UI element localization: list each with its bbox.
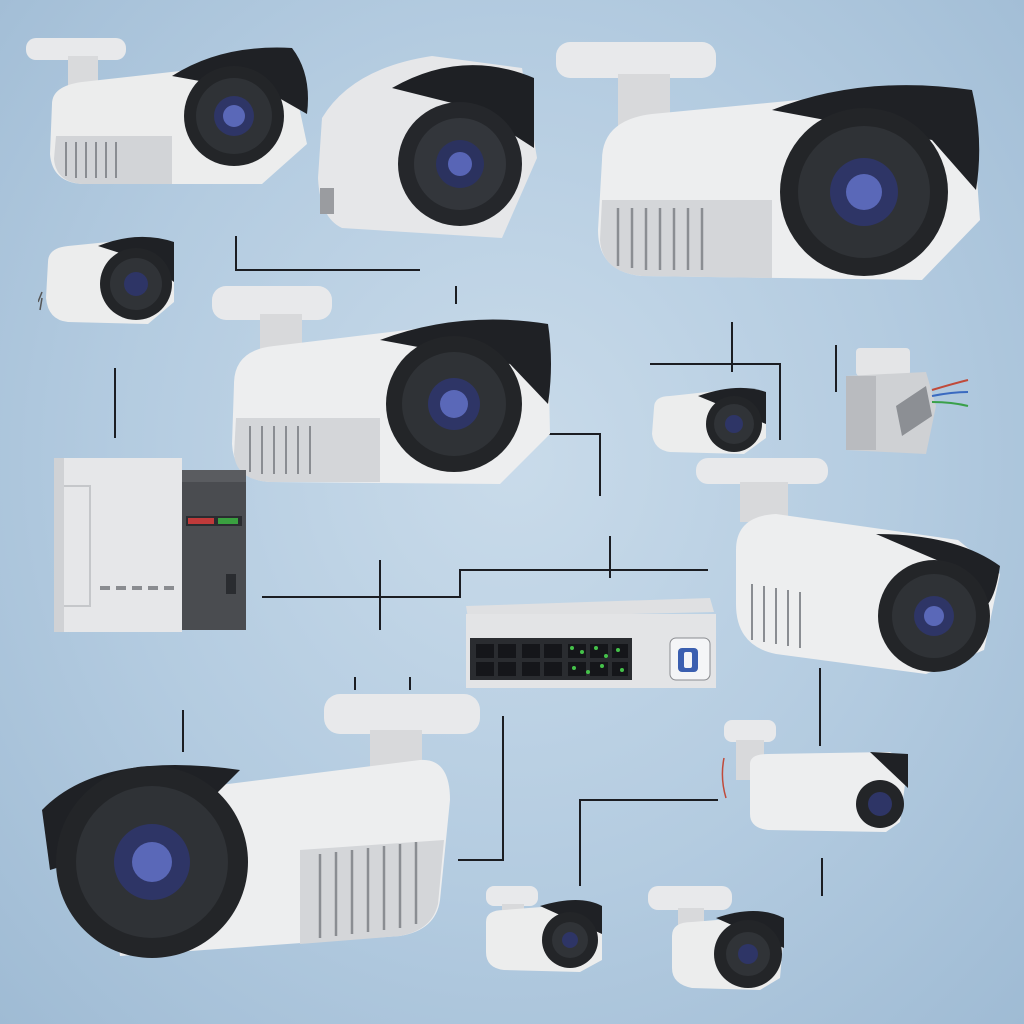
dome-camera-icon [318,56,537,238]
bullet-camera-icon [42,694,480,958]
bullet-camera-icon [652,387,766,454]
mount-bracket-icon [846,348,969,454]
wire [650,363,781,440]
wire [458,716,504,861]
network-switch-icon [466,598,716,688]
nvr-recorder-icon [54,458,246,632]
wire [579,799,718,886]
wire [235,236,420,271]
bullet-camera-icon [721,720,908,832]
bullet-camera-icon [556,42,980,280]
bullet-camera-icon [212,286,551,484]
bullet-camera-icon [486,886,602,972]
wire [262,569,708,598]
bullet-camera-icon [696,458,1000,674]
wire [546,433,601,496]
bullet-camera-icon [648,886,784,990]
bullet-camera-icon [26,38,308,184]
bullet-camera-icon [38,236,174,324]
